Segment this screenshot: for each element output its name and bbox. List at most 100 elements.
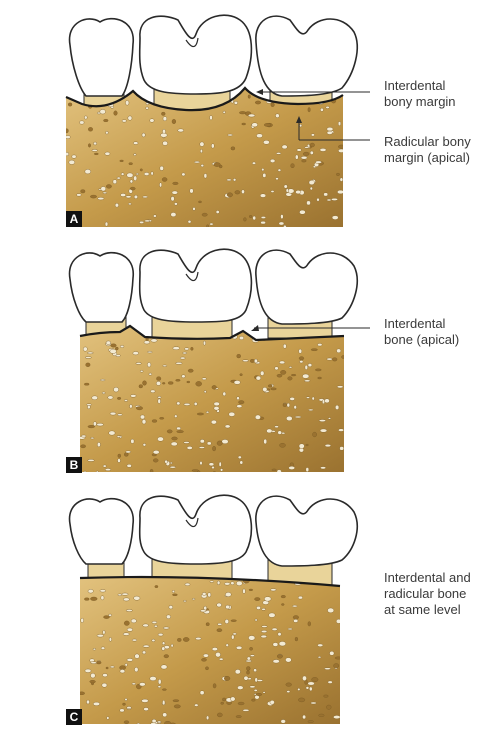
bone-speckle — [319, 148, 327, 152]
bone-speckle — [94, 152, 99, 155]
bone-speckle — [288, 366, 293, 369]
bone-speckle — [144, 219, 151, 223]
bone-speckle — [170, 212, 177, 218]
bone-speckle — [215, 652, 221, 658]
bone-speckle — [88, 143, 91, 148]
bone-speckle — [123, 720, 130, 724]
bone-speckle — [279, 442, 286, 448]
bone-speckle — [106, 184, 112, 189]
bone-speckle — [331, 197, 338, 201]
bone-speckle — [216, 440, 223, 446]
bone-speckle — [236, 404, 243, 408]
bone-speckle — [153, 214, 157, 218]
bone-speckle — [84, 115, 88, 120]
bone-speckle — [136, 406, 143, 411]
bone-speckle — [234, 669, 241, 675]
bone-speckle — [120, 172, 125, 176]
bone-speckle — [218, 657, 224, 661]
bone-speckle — [291, 374, 297, 377]
bone-speckle — [256, 133, 263, 138]
panel-c-illustration — [68, 494, 358, 724]
bone-speckle — [90, 661, 97, 664]
bone-speckle — [87, 589, 94, 594]
bone-speckle — [203, 605, 207, 611]
bone-speckle — [175, 379, 181, 382]
crown-right-a — [255, 15, 358, 97]
bone-speckle — [320, 466, 326, 470]
bone-speckle — [202, 653, 209, 658]
bone-speckle — [283, 184, 288, 189]
bone-speckle — [254, 414, 261, 420]
bone-speckle — [298, 443, 305, 449]
bone-speckle — [260, 193, 267, 198]
bone-speckle — [143, 707, 149, 711]
bone-speckle — [262, 387, 268, 392]
bone-speckle — [331, 215, 339, 220]
bone-speckle — [292, 615, 299, 620]
bone-speckle — [100, 595, 105, 601]
bone-speckle — [270, 588, 277, 592]
label-line: Interdental — [384, 78, 446, 93]
bone-speckle — [339, 446, 344, 451]
bone-speckle — [91, 149, 98, 152]
bone-speckle — [233, 380, 241, 385]
bone-speckle — [230, 581, 235, 585]
bone-speckle — [203, 390, 207, 394]
bone-speckle — [76, 193, 82, 197]
bone-speckle — [172, 699, 180, 702]
bone-speckle — [162, 364, 167, 367]
bone-speckle — [249, 647, 253, 651]
bone-speckle — [187, 219, 192, 224]
bone-speckle — [164, 720, 172, 724]
bone-speckle — [84, 597, 90, 601]
bone-speckle — [303, 151, 310, 156]
bone-speckle — [95, 470, 99, 472]
bone-speckle — [117, 458, 121, 463]
bone-speckle — [126, 706, 132, 710]
bone-speckle — [139, 168, 143, 172]
bone-speckle — [323, 192, 329, 197]
bone-speckle — [299, 360, 304, 364]
bone-speckle — [196, 412, 204, 416]
bone-speckle — [304, 379, 311, 383]
bone-speckle — [233, 178, 237, 182]
panel-tag-c: C — [66, 709, 82, 725]
bone-speckle — [254, 597, 261, 601]
bone-speckle — [66, 135, 71, 139]
bone-speckle — [138, 384, 143, 389]
bone-speckle — [139, 220, 145, 224]
bone-speckle — [248, 113, 256, 118]
bone-speckle — [200, 164, 205, 168]
bone-speckle — [327, 680, 333, 684]
bone-speckle — [225, 592, 232, 597]
bone-speckle — [141, 132, 146, 138]
bone-speckle — [112, 179, 117, 184]
bone-speckle — [80, 444, 86, 449]
bone-speckle — [324, 667, 331, 670]
bone-speckle — [102, 464, 107, 468]
bone-speckle — [243, 217, 247, 222]
bone-speckle — [232, 632, 237, 636]
bone-speckle — [138, 326, 144, 327]
bone-speckle — [192, 207, 196, 211]
bone-speckle — [79, 120, 85, 125]
bone-speckle — [67, 102, 73, 107]
bone-speckle — [99, 109, 106, 115]
bone-speckle — [227, 133, 233, 137]
bone-speckle — [261, 625, 268, 628]
crown-left-c — [68, 497, 134, 565]
bone-speckle — [339, 177, 343, 182]
bone-speckle — [87, 459, 95, 462]
bone-speckle — [194, 703, 199, 707]
bone-speckle — [191, 469, 199, 472]
bone-speckle — [216, 580, 221, 585]
bone-speckle — [84, 169, 92, 175]
bone-speckle — [263, 438, 268, 445]
bone-speckle — [309, 186, 313, 191]
bone-speckle — [157, 633, 164, 637]
bone-speckle — [269, 700, 275, 705]
bone-speckle — [163, 654, 169, 659]
bone-speckle — [256, 606, 261, 610]
bone-speckle — [184, 347, 190, 351]
bone-speckle — [199, 461, 203, 466]
